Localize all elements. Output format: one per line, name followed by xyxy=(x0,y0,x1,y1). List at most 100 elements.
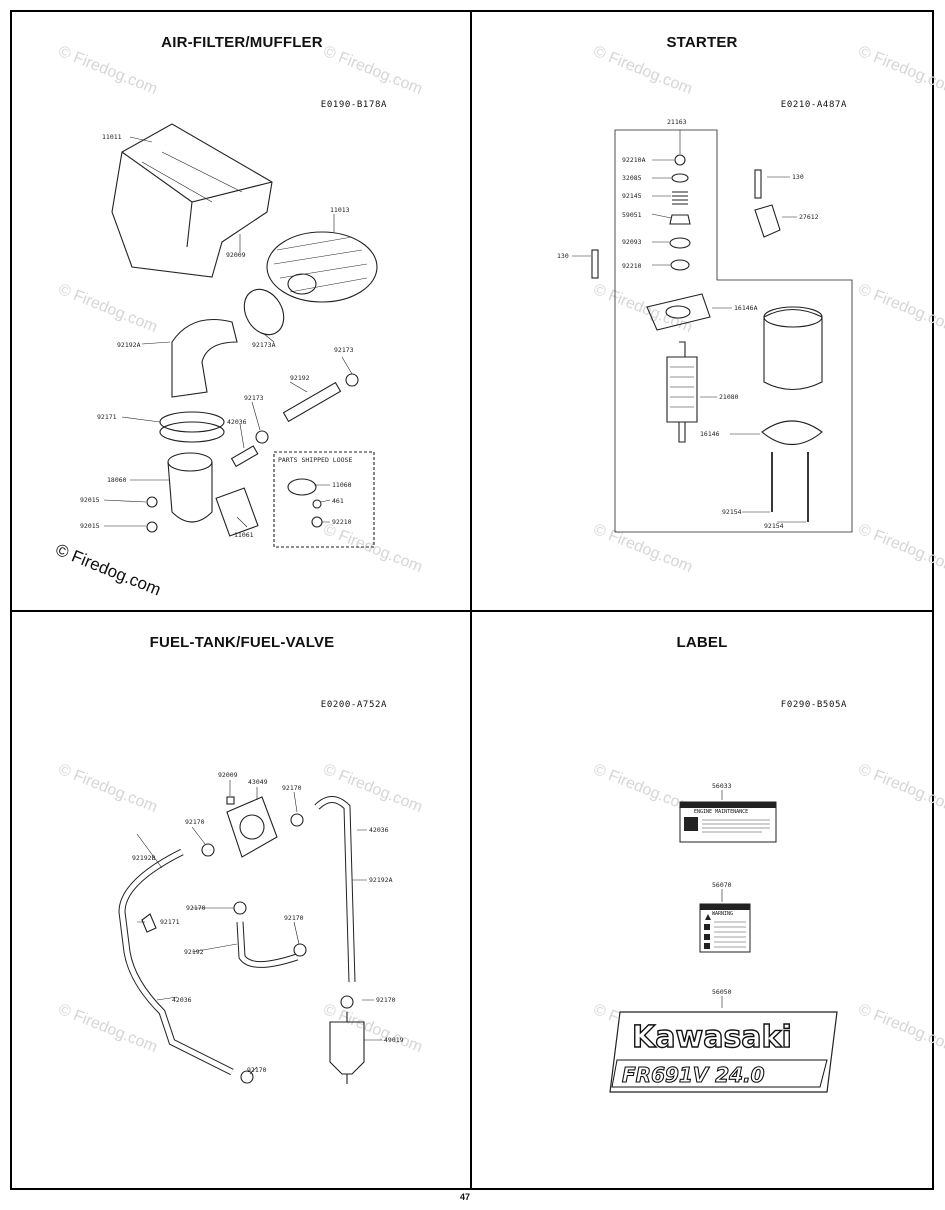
bolt xyxy=(226,796,235,805)
panel-title: STARTER xyxy=(666,34,738,51)
kawasaki-brand-label: Kawasaki FR691V 24.0 xyxy=(609,1011,838,1093)
air-filter-element xyxy=(266,231,378,303)
part-label: 92015 xyxy=(80,496,100,504)
part-label: 11011 xyxy=(102,133,122,141)
panel-title: LABEL xyxy=(676,634,728,651)
bracket xyxy=(754,204,781,238)
part-label: 11013 xyxy=(330,206,350,214)
warning-label: WARNING xyxy=(699,903,751,953)
vertical-divider xyxy=(470,10,472,1190)
svg-text:ENGINE MAINTENANCE: ENGINE MAINTENANCE xyxy=(694,809,748,815)
part-label: 92009 xyxy=(218,771,238,779)
part-label: 92173 xyxy=(334,346,354,354)
panel-code: F0290-B505A xyxy=(780,700,847,710)
panel-code: E0190-B178A xyxy=(320,100,387,110)
washer xyxy=(671,173,689,183)
hose-clamp xyxy=(201,843,215,857)
nut xyxy=(674,154,686,166)
part-label: 92192 xyxy=(184,948,204,956)
part-label: 130 xyxy=(792,173,804,181)
svg-text:WARNING: WARNING xyxy=(712,911,733,917)
part-label: 49019 xyxy=(384,1036,404,1044)
panel-starter: STARTER E0210-A487A xyxy=(472,12,932,610)
nut xyxy=(146,496,158,508)
part-label: 92210 xyxy=(332,518,352,526)
part-label: 92210A xyxy=(622,156,646,164)
part-label: 92015 xyxy=(80,522,100,530)
part-label: 92009 xyxy=(226,251,246,259)
fuel-pump xyxy=(226,796,278,858)
parts-shipped-loose-title: PARTS SHIPPED LOOSE xyxy=(278,456,352,464)
part-label: 43049 xyxy=(248,778,268,786)
part-label: 32085 xyxy=(622,174,642,182)
hose-clamp xyxy=(243,288,285,336)
part-label: 21163 xyxy=(667,118,687,126)
panel-code: E0210-A487A xyxy=(780,100,847,110)
starter-diagram: 21163 92210A 32085 92145 59051 92093 922… xyxy=(557,118,853,533)
hose-clamp xyxy=(340,995,354,1009)
part-label: 92173A xyxy=(252,341,276,349)
part-label: 92170 xyxy=(376,996,396,1004)
panel-title: AIR-FILTER/MUFFLER xyxy=(161,34,323,51)
part-label: 42036 xyxy=(227,418,247,426)
intake-pipe xyxy=(167,452,213,472)
fuel-system-diagram: 92009 43049 92170 42036 92170 92192B 921… xyxy=(118,771,404,1084)
part-label: 21080 xyxy=(719,393,739,401)
through-bolt xyxy=(771,452,809,522)
clip xyxy=(141,913,157,933)
part-label: 92192B xyxy=(132,854,156,862)
brand-name: Kawasaki xyxy=(632,1020,792,1055)
nut xyxy=(670,259,690,271)
part-label: 92170 xyxy=(282,784,302,792)
gasket xyxy=(215,487,259,537)
part-label: 16146A xyxy=(734,304,758,312)
part-label: 92210 xyxy=(622,262,642,270)
panel-air-filter-muffler: AIR-FILTER/MUFFLER E0190-B178A xyxy=(12,12,472,610)
breather-hose xyxy=(282,381,342,423)
panel-title: FUEL-TANK/FUEL-VALVE xyxy=(149,634,335,651)
nut xyxy=(146,521,158,533)
part-label: 56050 xyxy=(712,988,732,996)
part-label: 92093 xyxy=(622,238,642,246)
part-label: 92170 xyxy=(284,914,304,922)
part-label: 11060 xyxy=(332,481,352,489)
assembly-outline xyxy=(614,129,853,533)
part-label: 92154 xyxy=(764,522,784,530)
part-label: 16146 xyxy=(700,430,720,438)
parts-shipped-loose-box xyxy=(273,451,375,548)
pinion-gear xyxy=(669,214,691,225)
panel-fuel-tank-fuel-valve: FUEL-TANK/FUEL-VALVE E0200-A752A xyxy=(12,612,472,1210)
part-label: 42036 xyxy=(172,996,192,1004)
hose-clamp xyxy=(293,943,307,957)
page-frame xyxy=(10,10,934,1190)
part-label: 461 xyxy=(332,497,344,505)
hose-clamp xyxy=(240,1070,254,1084)
part-label: 42036 xyxy=(369,826,389,834)
part-label: 130 xyxy=(557,252,569,260)
part-label: 11061 xyxy=(234,531,254,539)
front-cover xyxy=(646,293,711,331)
part-label: 92171 xyxy=(97,413,117,421)
part-label: 92192A xyxy=(369,876,393,884)
part-label: 18060 xyxy=(107,476,127,484)
elbow-hose xyxy=(171,318,238,398)
model-name: FR691V 24.0 xyxy=(622,1063,765,1087)
panel-label: LABEL F0290-B505A 56033 56070 56050 ENGI… xyxy=(472,612,932,1210)
page-number: 47 xyxy=(460,1192,471,1202)
part-label: 56070 xyxy=(712,881,732,889)
spring xyxy=(672,191,688,205)
fuel-filter xyxy=(329,1021,365,1075)
part-label: 92173 xyxy=(244,394,264,402)
air-filter-diagram: 11011 11013 92009 92173A 92192A 92173 92… xyxy=(80,123,378,548)
fuel-hose xyxy=(118,848,234,1076)
bolt xyxy=(754,169,762,199)
part-label: 92170 xyxy=(186,904,206,912)
part-label: 56033 xyxy=(712,782,732,790)
yoke xyxy=(763,308,823,391)
panel-code: E0200-A752A xyxy=(320,700,387,710)
part-label: 92154 xyxy=(722,508,742,516)
bolt xyxy=(591,249,599,279)
part-label: 92192A xyxy=(117,341,141,349)
part-label: 27612 xyxy=(799,213,819,221)
hose-clamp xyxy=(290,813,304,827)
